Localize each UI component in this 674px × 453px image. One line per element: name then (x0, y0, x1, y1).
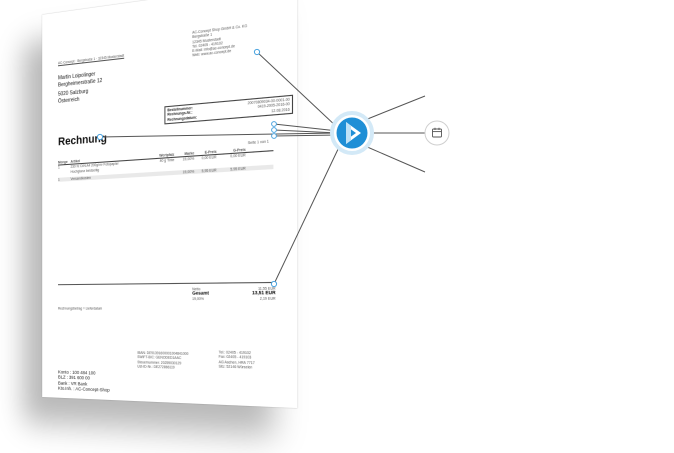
total-vat: 19,00%2,19 EUR (192, 296, 275, 301)
recipient-address: Martin Loipolinger Bergheimerstraße 12 5… (58, 71, 102, 106)
anchor-dot-title[interactable] (97, 134, 102, 139)
connector-line-out-top (365, 96, 425, 120)
anchor-dot-date[interactable] (272, 134, 277, 139)
calendar-node-ring (425, 121, 449, 145)
invoice-document: AC-Concept · Bergstraße 1 · 12345 Muster… (42, 0, 297, 408)
bank-line: Kto.Inh. : AC-Concept-Shop (58, 386, 110, 394)
sender-address-line: AC-Concept · Bergstraße 1 · 12345 Muster… (58, 54, 124, 66)
contact-line: Sitz: 52146 Würselen (219, 364, 255, 370)
contact-details: Tel.: 02405 - 419102 Fax: 02405 - 419103… (219, 350, 255, 370)
hub-node[interactable] (332, 113, 372, 153)
page-count: Seite 1 von 1 (248, 139, 269, 145)
tax-details: IBAN: DE91391600001004841000 SWIFT-BIC: … (137, 351, 188, 371)
bank-details: Konto : 100 484 100 BLZ : 391 600 00 Ban… (58, 369, 110, 393)
calendar-node[interactable] (425, 121, 449, 145)
totals-divider (58, 282, 276, 285)
invoice-page-wrapper: AC-Concept · Bergstraße 1 · 12345 Muster… (30, 10, 330, 435)
totals-block: Netto11,55 EUR Gesamt13,51 EUR 19,00%2,1… (192, 286, 275, 301)
company-address-block: AC-Concept Shop GmbH & Co. KG Bergstraße… (192, 21, 273, 59)
anchor-dot-company[interactable] (254, 49, 259, 54)
payment-note: Rechnungsbetrag = Lieferdatum (58, 306, 102, 310)
anchor-dot-order[interactable] (272, 122, 277, 127)
connector-line-out-bottom (365, 146, 425, 172)
invoice-info-box: Bestellnummer:20070809034-00-0001-00 Rec… (164, 95, 293, 125)
line-items-table: Menge Artikel Wertpfalz Marke E-Preis G-… (58, 146, 273, 182)
anchor-dot-total[interactable] (271, 281, 276, 286)
anchor-dot-number[interactable] (272, 128, 277, 133)
